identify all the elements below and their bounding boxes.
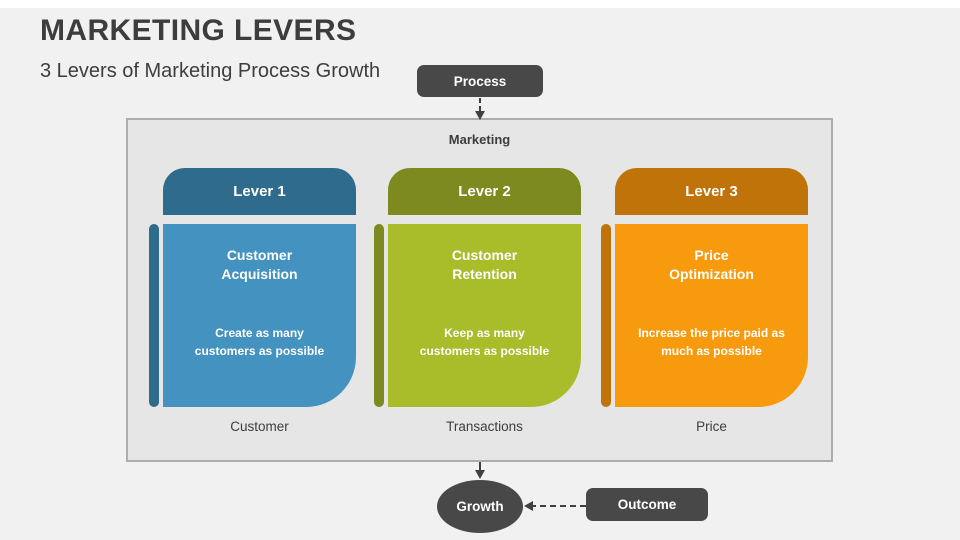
lever-2-card: Customer Retention Keep as many customer…	[388, 224, 581, 407]
page-subtitle: 3 Levers of Marketing Process Growth	[40, 60, 381, 82]
lever-1-tab-label: Lever 1	[233, 183, 286, 200]
top-margin-strip	[0, 0, 960, 8]
lever-3-footer-label: Price	[696, 419, 727, 434]
lever-3-tab: Lever 3	[615, 168, 808, 215]
lever-1-column: Lever 1 Customer Acquisition Create as m…	[149, 120, 356, 460]
lever-1-footer-label: Customer	[230, 419, 289, 434]
lever-1-card-description: Create as many customers as possible	[194, 325, 325, 358]
lever-1-tab: Lever 1	[163, 168, 356, 215]
outcome-node-label: Outcome	[617, 497, 677, 512]
lever-3-column: Lever 3 Price Optimization Increase the …	[601, 120, 808, 460]
lever-3-card-title: Price Optimization	[669, 247, 754, 282]
process-node: Process	[417, 65, 543, 97]
lever-1-accent-bar	[149, 224, 159, 407]
growth-node-label: Growth	[456, 499, 504, 514]
marketing-to-growth-arrow-icon	[475, 462, 485, 479]
process-node-label: Process	[453, 73, 507, 89]
lever-1-card: Customer Acquisition Create as many cust…	[163, 224, 356, 407]
lever-3-card-description: Increase the price paid as much as possi…	[638, 325, 785, 358]
lever-3-tab-label: Lever 3	[685, 183, 738, 200]
lever-1-card-title: Customer Acquisition	[221, 247, 298, 282]
marketing-container-label: Marketing	[448, 132, 511, 147]
lever-2-footer-label: Transactions	[446, 419, 523, 434]
lever-2-card-title: Customer Retention	[451, 247, 518, 282]
growth-node: Growth	[437, 480, 523, 533]
lever-3-card: Price Optimization Increase the price pa…	[615, 224, 808, 407]
lever-2-tab: Lever 2	[388, 168, 581, 215]
outcome-node: Outcome	[586, 488, 708, 521]
outcome-to-growth-dashed-arrow-icon	[524, 501, 586, 511]
lever-2-column: Lever 2 Customer Retention Keep as many …	[374, 120, 581, 460]
lever-2-tab-label: Lever 2	[458, 183, 511, 200]
process-to-marketing-dashed-arrow-icon	[475, 98, 485, 120]
marketing-container: Marketing Lever 1 Customer Acquisition C…	[126, 118, 833, 462]
lever-2-accent-bar	[374, 224, 384, 407]
lever-3-accent-bar	[601, 224, 611, 407]
lever-2-card-description: Keep as many customers as possible	[419, 325, 550, 358]
page-title: MARKETING LEVERS	[40, 14, 357, 47]
